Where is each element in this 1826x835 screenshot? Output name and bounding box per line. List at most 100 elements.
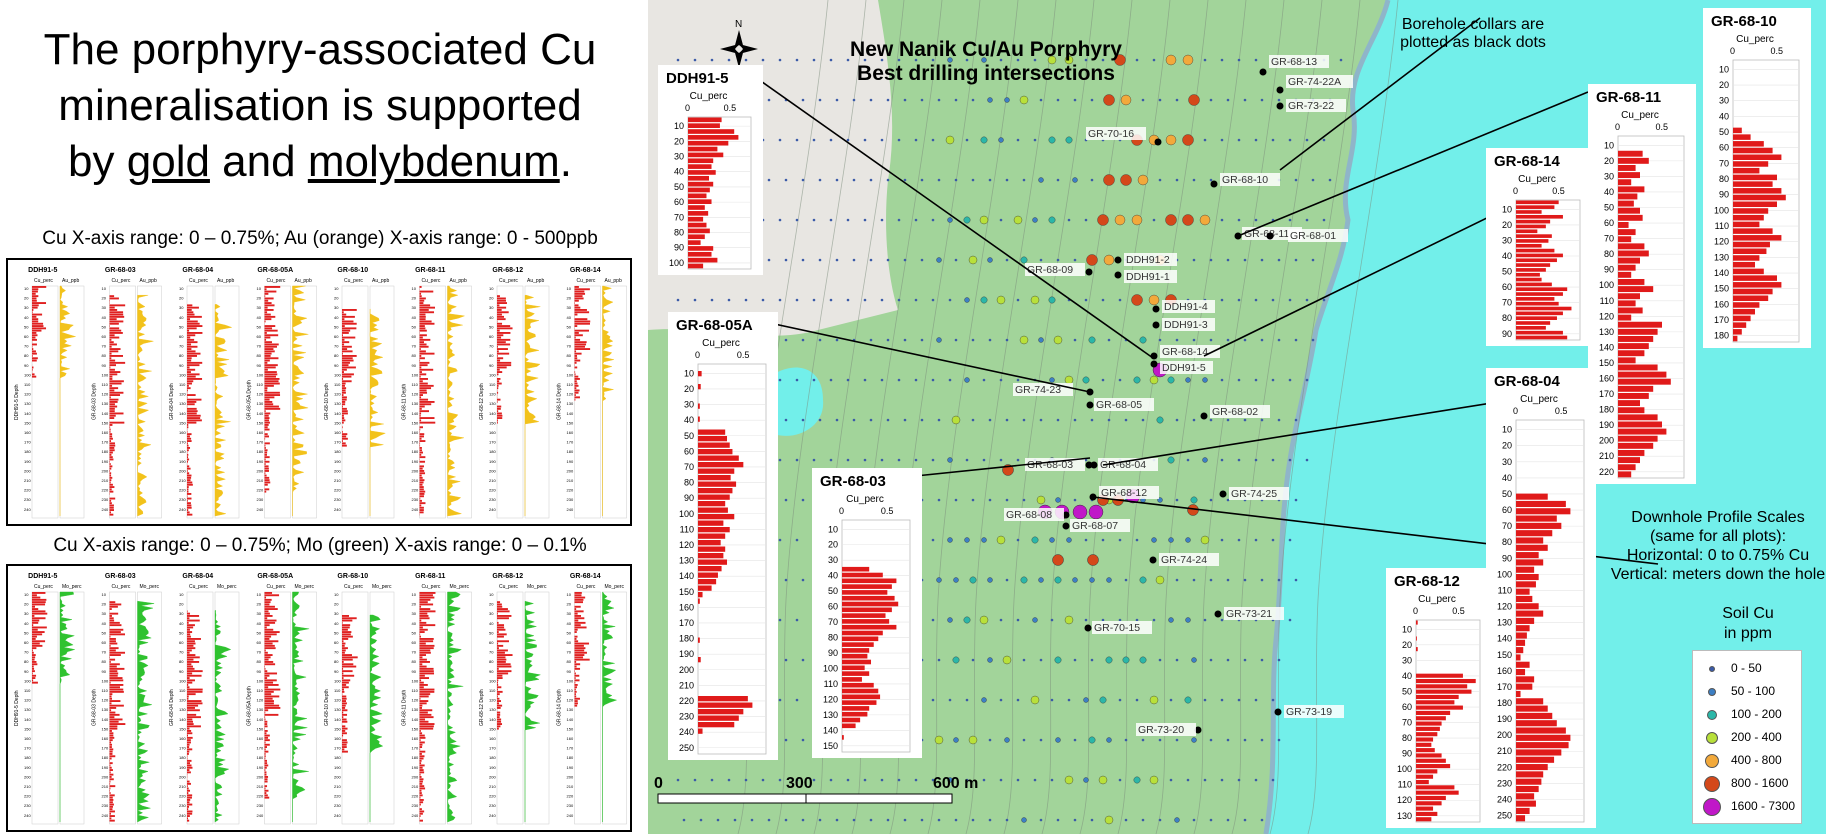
mini-depth-tick: 200 xyxy=(102,774,109,779)
mini-cu-bar xyxy=(110,447,115,449)
mini-cu-bar xyxy=(497,357,503,359)
mini-cu-bar xyxy=(420,330,427,332)
soil-sample xyxy=(1032,537,1038,543)
profile-cu-bar xyxy=(1516,336,1567,340)
soil-sample-mid xyxy=(1088,555,1099,566)
mini-cu-bar xyxy=(265,617,268,619)
mini-depth-label: GR-68-04 Depth xyxy=(169,383,175,420)
mini-cu-bar xyxy=(32,668,34,670)
profile-cu-bar xyxy=(1733,316,1751,322)
mini-cu-bar xyxy=(497,401,498,403)
soil-sample xyxy=(1125,739,1128,742)
soil-sample xyxy=(802,179,805,182)
mini-cu-bar xyxy=(420,369,434,371)
mini-cu-bar xyxy=(420,735,425,737)
mini-cu-bar xyxy=(187,440,192,442)
mini-cu-bar xyxy=(187,479,191,481)
mini-cu-bar xyxy=(265,797,270,799)
soil-sample xyxy=(813,59,816,62)
profile-cu-bar xyxy=(1516,581,1536,587)
soil-sample xyxy=(1261,419,1264,422)
soil-sample xyxy=(1186,538,1191,543)
mini-cu-bar xyxy=(110,408,115,410)
mini-cu-bar xyxy=(420,502,426,504)
profile-title: GR-68-03 xyxy=(820,473,886,490)
mini-cu-bar xyxy=(32,654,36,656)
profile-cu-bar xyxy=(842,671,869,676)
soil-sample xyxy=(1084,698,1089,703)
profile-cu-bar xyxy=(698,456,739,461)
profile-depth-tick: 200 xyxy=(1599,436,1614,446)
mini-cu-bar xyxy=(575,622,586,624)
soil-sample xyxy=(915,299,918,302)
mini-cu-bar xyxy=(497,615,511,617)
profile-cu-bar xyxy=(1618,407,1644,413)
mini-cu-bar xyxy=(265,355,271,357)
mini-cu-bar xyxy=(265,622,276,624)
profile-cu-bar xyxy=(1516,297,1554,301)
profile-depth-tick: 80 xyxy=(684,478,694,488)
mini-depth-tick: 20 xyxy=(334,296,339,301)
mini-cu-bar xyxy=(420,636,421,638)
collar-dot xyxy=(1115,272,1122,279)
mini-depth-tick: 50 xyxy=(24,630,29,635)
mini-cu-bar xyxy=(187,728,189,730)
profile-cu-bar xyxy=(1516,225,1546,229)
mini-sec-label: Au_ppb xyxy=(217,278,234,284)
mini-cu-bar xyxy=(187,693,196,695)
mini-depth-tick: 200 xyxy=(334,468,341,473)
mini-sec-label: Mo_perc xyxy=(450,584,470,590)
mini-cu-bar xyxy=(110,332,123,334)
mini-cu-bar xyxy=(497,330,500,332)
profile-cu-bar xyxy=(698,638,700,643)
mini-depth-tick: 50 xyxy=(24,324,29,329)
soil-sample xyxy=(802,339,805,342)
mini-depth-tick: 220 xyxy=(489,488,496,493)
mini-cu-bar xyxy=(420,797,421,799)
mini-depth-tick: 110 xyxy=(179,382,186,387)
profile-x0: 0 xyxy=(685,103,690,113)
soil-sample xyxy=(796,59,799,62)
profile-depth-tick: 70 xyxy=(1502,298,1512,308)
mini-cu-bar xyxy=(575,344,587,346)
mini-depth-tick: 170 xyxy=(334,746,341,751)
profile-cu-bar xyxy=(1618,386,1653,392)
soil-sample xyxy=(898,139,901,142)
mini-cu-bar xyxy=(265,781,268,783)
mini-cu-bar xyxy=(265,415,269,417)
mini-cu-bar xyxy=(187,659,193,661)
mini-depth-tick: 240 xyxy=(102,507,109,512)
mini-sec-label: Mo_perc xyxy=(372,584,392,590)
soil-sample xyxy=(745,779,748,782)
mini-cu-bar xyxy=(342,615,349,617)
mini-cu-bar xyxy=(420,438,422,440)
mini-cu-bar xyxy=(575,318,588,320)
mini-cu-bar xyxy=(187,765,192,767)
mini-cu-bar xyxy=(110,739,113,741)
mini-sec-label: Au_ppb xyxy=(140,278,157,284)
mini-cu-bar xyxy=(420,804,421,806)
mini-depth-tick: 170 xyxy=(102,746,109,751)
mini-cu-bar xyxy=(420,291,434,293)
mini-cu-bar xyxy=(420,689,435,691)
mini-cu-bar xyxy=(420,456,426,458)
mini-depth-tick: 220 xyxy=(102,794,109,799)
soil-sample xyxy=(1166,135,1176,145)
mini-cu-bar xyxy=(265,396,275,398)
collar-dot xyxy=(1155,139,1162,146)
mini-depth-tick: 120 xyxy=(24,698,31,703)
mini-depth-tick: 30 xyxy=(257,305,262,310)
mini-cu-bar xyxy=(342,419,345,421)
soil-sample xyxy=(988,658,993,663)
soil-sample xyxy=(1065,776,1073,784)
mini-cu-bar xyxy=(265,346,277,348)
mini-depth-tick: 130 xyxy=(24,401,31,406)
profile-cu-bar xyxy=(698,417,700,422)
profile-cu-bar xyxy=(1516,273,1540,277)
mini-cu-bar xyxy=(110,698,113,700)
mini-cu-bar xyxy=(497,721,501,723)
mini-cu-bar xyxy=(265,700,274,702)
mini-depth-tick: 180 xyxy=(179,755,186,760)
mini-cu-bar xyxy=(575,330,590,332)
